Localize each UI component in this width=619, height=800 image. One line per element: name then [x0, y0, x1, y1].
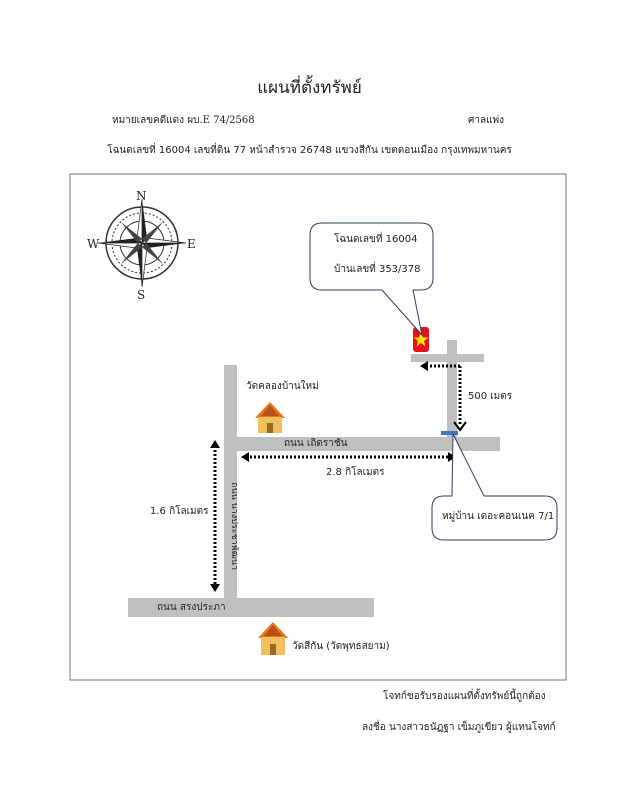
roads	[128, 340, 500, 617]
village-callout	[431, 433, 558, 541]
deed-info: โฉนดเลขที่ 16004 เลขที่ดิน 77 หน้าสำรวจ …	[107, 145, 512, 156]
court-name: ศาลแพ่ง	[468, 115, 505, 126]
distance-2-8km: 2.8 กิโลเมตร	[326, 467, 385, 478]
road-label-bottom: ถนน สรงประภา	[157, 602, 226, 613]
callout-deed: โฉนดเลขที่ 16004	[334, 234, 418, 245]
page-title: แผนที่ตั้งทรัพย์	[257, 78, 362, 98]
map-frame	[69, 173, 567, 681]
temple-label-si-kan: วัดสีกัน (วัดพุทธสยาม)	[292, 641, 390, 652]
signature-line: ลงชื่อ นางสาวธนัฏฐา เข็มภูเขียว ผู้แทนโจ…	[362, 722, 556, 733]
compass-south: S	[137, 288, 146, 302]
callout-house-number: บ้านเลขที่ 353/378	[334, 264, 421, 275]
certification-text: โจทก์ขอรับรองแผนที่ตั้งทรัพย์นี้ถูกต้อง	[383, 691, 546, 702]
road-label-vertical: ถนน นางประชาพัฒนา	[229, 482, 239, 571]
star-icon	[413, 332, 429, 347]
temple-icon	[258, 622, 288, 655]
compass-east: E	[187, 237, 196, 251]
village-entrance-marker	[441, 431, 458, 435]
compass-north: N	[136, 189, 147, 203]
distance-1-6km: 1.6 กิโลเมตร	[150, 506, 209, 517]
case-number: หมายเลขคดีแดง ผบ.E 74/2568	[112, 115, 255, 126]
temple-icon	[255, 402, 285, 433]
property-callout	[309, 222, 434, 337]
callout-village-label: หมู่บ้าน เดอะคอนเนค 7/1	[442, 511, 555, 522]
distance-500m: 500 เมตร	[468, 391, 513, 402]
temple-label-khlong-ban-mai: วัดคลองบ้านใหม่	[246, 381, 319, 392]
compass-west: W	[87, 237, 100, 251]
compass-rose-icon	[97, 198, 187, 288]
road-label-main: ถนน เถิดราชัน	[284, 438, 348, 449]
